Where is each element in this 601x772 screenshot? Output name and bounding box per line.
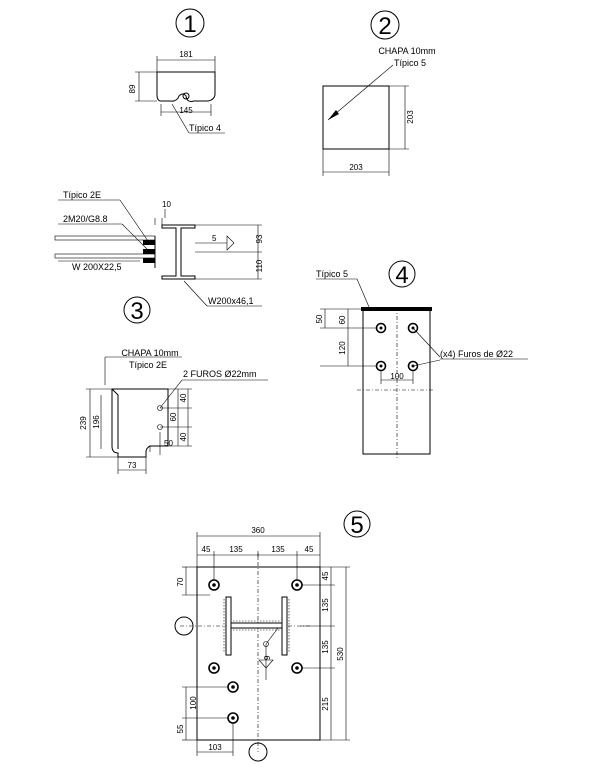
detail-1-label: Típico 4 — [189, 123, 221, 133]
detail-5-base-plate — [196, 566, 321, 741]
detail-3-marker — [123, 296, 151, 324]
detail-3-dim-60: 60 — [169, 412, 178, 421]
detail-3-beam-top — [54, 235, 156, 241]
detail-5-column-section — [223, 596, 290, 656]
detail-2-number: 2 — [378, 13, 391, 40]
detail-5-grid-bubble-left — [174, 616, 194, 636]
detail-3-dim-lower: 110 — [255, 259, 264, 272]
detail-5-number: 5 — [350, 512, 363, 539]
detail-5-dim-55: 55 — [176, 724, 185, 733]
detail-4-dim-100: 100 — [390, 372, 404, 381]
detail-5-dim-total-w: 360 — [251, 526, 265, 535]
detail-3-dim-40b: 40 — [179, 432, 188, 441]
detail-5-dim-215: 215 — [321, 697, 330, 711]
detail-4-marker — [388, 260, 416, 288]
detail-5-dim-135r1: 135 — [321, 598, 330, 612]
detail-2-dim-height: 203 — [406, 110, 415, 124]
detail-1-plate — [156, 71, 216, 102]
detail-5-dim-45b: 45 — [305, 545, 314, 554]
detail-5-dim-45a: 45 — [202, 545, 211, 554]
detail-5-grid-bubble-bottom — [248, 742, 268, 762]
detail-5-dim-45r: 45 — [321, 571, 330, 580]
detail-4-label-typ: Típico 5 — [316, 269, 348, 279]
detail-5-dim-103: 103 — [208, 743, 222, 752]
detail-3-plate: CHAPA 10mm Típico 2E 2 FUROS Ø22mm 239 1… — [79, 348, 268, 474]
detail-5-marker — [343, 510, 371, 538]
detail-3-dim-bottom: 73 — [128, 461, 137, 470]
detail-5-dim-total-h: 530 — [336, 647, 345, 661]
detail-1-notch — [182, 92, 190, 100]
detail-1-dim-height: 89 — [128, 84, 137, 93]
detail-3-holes-label: 2 FUROS Ø22mm — [183, 369, 257, 379]
detail-3-column — [161, 224, 196, 280]
detail-3-label-bolts: 2M20/G8.8 — [63, 214, 108, 224]
detail-1: 1 181 89 145 Típico 4 — [128, 8, 225, 134]
detail-5-dim-70: 70 — [176, 577, 185, 586]
detail-3-bolt-3 — [143, 258, 155, 263]
detail-2-dim-width: 203 — [349, 163, 363, 172]
detail-3-elevation: Típico 2E 2M20/G8.8 W 200X22,5 10 5 93 1… — [54, 190, 264, 325]
detail-4: 4 Típico 5 50 60 120 100 — [315, 260, 528, 460]
detail-2: 2 CHAPA 10mm Típico 5 203 203 — [322, 10, 436, 176]
detail-1-dim-bottom: 145 — [179, 106, 193, 115]
detail-5-dim-135a: 135 — [229, 545, 243, 554]
detail-3-dim-upper: 93 — [255, 234, 264, 243]
detail-3-dim-outer: 239 — [79, 416, 88, 430]
detail-3-beam-bottom — [54, 253, 156, 259]
detail-5-dim-135b: 135 — [271, 545, 285, 554]
detail-5: 5 9 — [174, 510, 371, 762]
detail-4-top-plate — [361, 307, 432, 311]
detail-2-marker — [370, 10, 400, 40]
detail-4-holes-label: (x4) Furos de Ø22 — [440, 349, 513, 359]
detail-3-bolt-1 — [143, 240, 155, 245]
detail-5-dim-135r2: 135 — [321, 640, 330, 654]
detail-2-plate — [322, 85, 390, 150]
detail-1-dim-top: 181 — [179, 50, 193, 59]
detail-3-plate-label-main: CHAPA 10mm — [121, 348, 178, 358]
detail-3-plate-label-sub: Típico 2E — [129, 360, 167, 370]
detail-1-marker — [175, 8, 205, 38]
detail-5-dim-100: 100 — [189, 696, 198, 710]
detail-3-label-typ: Típico 2E — [63, 190, 101, 200]
detail-3-bolt-2 — [143, 249, 155, 254]
detail-4-column — [362, 308, 431, 455]
detail-2-label-main: CHAPA 10mm — [378, 46, 435, 56]
detail-5-weld: 9 — [263, 655, 272, 660]
detail-3-weld: 5 — [212, 234, 217, 243]
detail-3-number: 3 — [130, 298, 143, 325]
detail-3-label-column: W200x46,1 — [208, 296, 254, 306]
detail-4-dim-120: 120 — [338, 341, 347, 355]
detail-2-label-sub: Típico 5 — [394, 58, 426, 68]
detail-4-number: 4 — [395, 262, 408, 289]
detail-4-dim-60: 60 — [338, 315, 347, 324]
detail-3-label-beam: W 200X22,5 — [72, 262, 122, 272]
detail-1-number: 1 — [183, 11, 196, 38]
detail-3-dim-50: 50 — [164, 439, 173, 448]
detail-3-dim-gap: 10 — [162, 200, 171, 209]
detail-3-dim-inner: 196 — [92, 415, 101, 429]
detail-4-dim-50: 50 — [315, 314, 324, 323]
detail-3-dim-40a: 40 — [179, 393, 188, 402]
detail-3-plate-shape — [111, 388, 169, 458]
